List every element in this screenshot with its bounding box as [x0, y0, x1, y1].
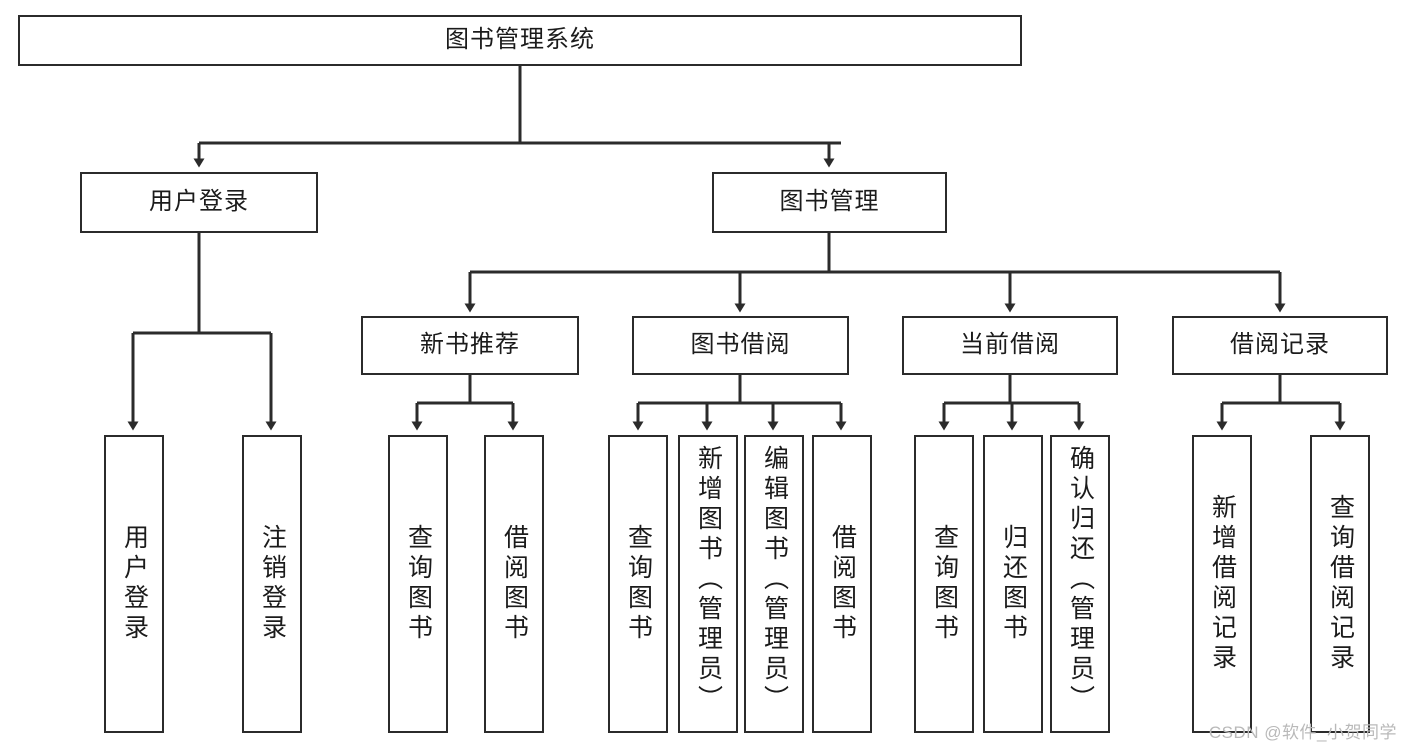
node-leaf-user-login[interactable]: 用户登录: [104, 435, 164, 733]
node-leaf-query-book-2[interactable]: 查询图书: [608, 435, 668, 733]
node-leaf-add-record[interactable]: 新增借阅记录: [1192, 435, 1252, 733]
node-leaf-user-login-label: 用户登录: [120, 524, 149, 644]
node-leaf-add-book[interactable]: 新增图书（管理员）: [678, 435, 738, 733]
node-leaf-query-record-label: 查询借阅记录: [1326, 494, 1355, 674]
node-leaf-confirm-return[interactable]: 确认归还（管理员）: [1050, 435, 1110, 733]
node-borrow-record-label: 借阅记录: [1230, 331, 1330, 359]
node-leaf-logout[interactable]: 注销登录: [242, 435, 302, 733]
node-leaf-borrow-book-2-label: 借阅图书: [828, 524, 857, 644]
node-user-login[interactable]: 用户登录: [80, 172, 318, 233]
node-leaf-query-book-1-label: 查询图书: [404, 524, 433, 644]
node-leaf-add-book-label: 新增图书（管理员）: [694, 445, 723, 715]
watermark: CSDN @软件_小贺同学: [1208, 723, 1397, 742]
node-leaf-query-book-3[interactable]: 查询图书: [914, 435, 974, 733]
node-new-book-rec[interactable]: 新书推荐: [361, 316, 579, 375]
node-leaf-return-book[interactable]: 归还图书: [983, 435, 1043, 733]
node-leaf-query-book-2-label: 查询图书: [624, 524, 653, 644]
node-leaf-query-book-1[interactable]: 查询图书: [388, 435, 448, 733]
node-leaf-query-book-3-label: 查询图书: [930, 524, 959, 644]
node-leaf-borrow-book-1[interactable]: 借阅图书: [484, 435, 544, 733]
node-leaf-add-record-label: 新增借阅记录: [1208, 494, 1237, 674]
node-leaf-confirm-return-label: 确认归还（管理员）: [1066, 445, 1095, 715]
node-current-borrow[interactable]: 当前借阅: [902, 316, 1118, 375]
node-leaf-query-record[interactable]: 查询借阅记录: [1310, 435, 1370, 733]
node-leaf-return-book-label: 归还图书: [999, 524, 1028, 644]
node-user-login-label: 用户登录: [149, 188, 249, 216]
node-book-borrow[interactable]: 图书借阅: [632, 316, 849, 375]
node-book-manage[interactable]: 图书管理: [712, 172, 947, 233]
node-root[interactable]: 图书管理系统: [18, 15, 1022, 66]
node-current-borrow-label: 当前借阅: [960, 331, 1060, 359]
node-leaf-logout-label: 注销登录: [258, 524, 287, 644]
node-leaf-borrow-book-2[interactable]: 借阅图书: [812, 435, 872, 733]
node-new-book-rec-label: 新书推荐: [420, 331, 520, 359]
node-book-manage-label: 图书管理: [779, 188, 880, 216]
node-leaf-edit-book-label: 编辑图书（管理员）: [760, 445, 789, 715]
node-leaf-borrow-book-1-label: 借阅图书: [500, 524, 529, 644]
node-root-label: 图书管理系统: [445, 26, 595, 54]
node-borrow-record[interactable]: 借阅记录: [1172, 316, 1388, 375]
node-book-borrow-label: 图书借阅: [690, 331, 791, 359]
node-leaf-edit-book[interactable]: 编辑图书（管理员）: [744, 435, 804, 733]
